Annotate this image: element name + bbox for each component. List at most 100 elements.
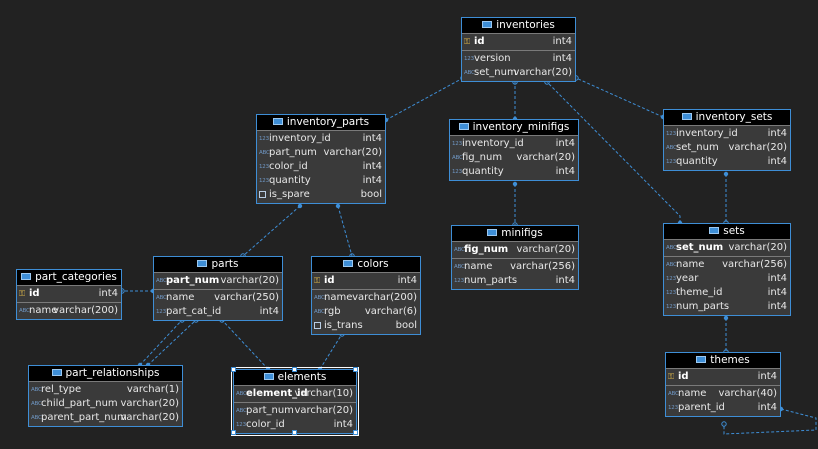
column-name: parent_part_num <box>41 412 127 423</box>
key-icon: ⚿ <box>668 372 674 381</box>
resize-handle[interactable] <box>292 430 297 435</box>
column-name: id <box>678 371 689 382</box>
table-header[interactable]: part_relationships <box>29 366 182 381</box>
text-type-icon: ABC <box>236 408 247 414</box>
column-name: set_num <box>676 242 724 253</box>
table-header[interactable]: sets <box>664 224 790 239</box>
link-inventory_parts-to-parts[interactable] <box>242 205 301 257</box>
column-type: varchar(250) <box>214 292 279 303</box>
text-type-icon: ABC <box>666 262 677 268</box>
table-header[interactable]: inventory_minifigs <box>450 120 578 135</box>
table-title: inventory_parts <box>286 116 370 128</box>
column-type: bool <box>395 320 417 331</box>
text-type-icon: ABC <box>19 308 30 314</box>
table-header[interactable]: elements <box>234 370 356 385</box>
text-type-icon: ABC <box>31 415 42 421</box>
link-elements-to-parts[interactable] <box>221 319 269 370</box>
table-header[interactable]: part_categories <box>17 270 121 285</box>
resize-handle[interactable] <box>292 367 297 372</box>
column-type: int4 <box>555 166 575 177</box>
resize-handle[interactable] <box>231 367 236 372</box>
column-name: is_spare <box>269 189 310 200</box>
link-part_relationships-child-to-parts[interactable] <box>139 319 183 366</box>
table-header[interactable]: themes <box>666 353 780 368</box>
column-name: set_num <box>474 67 517 78</box>
column-name: set_num <box>676 142 719 153</box>
resize-handle[interactable] <box>353 430 358 435</box>
column-type: varchar(10) <box>294 388 353 399</box>
table-header[interactable]: parts <box>154 257 282 272</box>
link-elements-to-colors[interactable] <box>319 333 343 370</box>
link-inventory_sets-to-inventories[interactable] <box>575 77 664 118</box>
resize-handle[interactable] <box>353 367 358 372</box>
link-inventory_parts-to-colors[interactable] <box>337 205 353 257</box>
numeric-type-icon: 123 <box>452 141 462 147</box>
link-inventory_parts-to-inventories[interactable] <box>385 77 464 121</box>
table-header[interactable]: colors <box>312 257 420 272</box>
table-header[interactable]: inventory_parts <box>257 115 385 130</box>
table-header[interactable]: inventory_sets <box>664 110 790 125</box>
link-part_relationships-parent-to-parts[interactable] <box>147 319 197 366</box>
table-header[interactable]: inventories <box>462 18 575 33</box>
table-header[interactable]: minifigs <box>452 226 578 241</box>
column-type: varchar(256) <box>722 259 787 270</box>
text-type-icon: ABC <box>452 155 463 161</box>
resize-handle[interactable] <box>231 430 236 435</box>
link-sets-to-inventories-setnum[interactable] <box>546 81 681 223</box>
